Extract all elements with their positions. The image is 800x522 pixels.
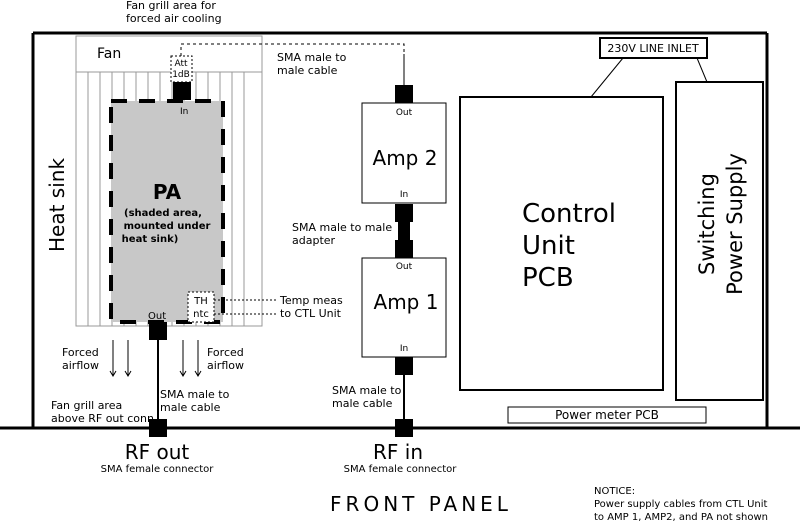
- amp2-in-connector: [395, 204, 413, 222]
- adapter-note-line1: SMA male to male: [292, 221, 392, 234]
- power-supply-line1: Switching: [695, 173, 719, 275]
- line-inlet-lead-right: [696, 57, 708, 83]
- airflow-left-line1: Forced: [62, 346, 99, 359]
- adapter-note-line2: adapter: [292, 234, 336, 247]
- control-unit: Control Unit PCB: [459, 96, 664, 391]
- pa-out-label: Out: [148, 311, 166, 322]
- pa-out-cable-note-line1: SMA male to: [160, 388, 230, 401]
- fan-grill-rf-line1: Fan grill area: [51, 399, 122, 412]
- control-unit-box: [459, 96, 664, 391]
- front-panel-label: FRONT PANEL: [330, 492, 512, 516]
- attenuator-line2: 1dB: [172, 70, 190, 80]
- line-inlet-label: 230V LINE INLET: [607, 42, 699, 55]
- notice-line1: NOTICE:: [594, 486, 635, 497]
- pa-out-path: [149, 322, 167, 437]
- thermal-sensor-box: [187, 291, 215, 323]
- fan-label: Fan: [97, 46, 121, 62]
- sma-adapter: [398, 222, 410, 240]
- rf-in-cable-note-line1: SMA male to: [332, 384, 402, 397]
- airflow: Forced airflow Forced airflow: [62, 340, 244, 377]
- pa-note-line2: mounted under: [124, 221, 211, 232]
- amp1: Out Amp 1 In: [361, 240, 447, 375]
- thermal-line1: TH: [193, 296, 208, 307]
- power-supply-line2: Power Supply: [723, 153, 747, 295]
- attenuator: Att 1dB: [170, 55, 193, 100]
- power-meter: Power meter PCB: [507, 406, 707, 424]
- line-inlet-box: [599, 37, 708, 59]
- fan-grill-rf-line2: above RF out conn: [51, 412, 154, 425]
- airflow-right-line1: Forced: [207, 346, 244, 359]
- rf-in-connector: [395, 419, 413, 437]
- line-inlet-lead-left: [590, 57, 624, 98]
- airflow-left-line2: airflow: [62, 359, 99, 372]
- thermal-sensor: TH ntc Temp meas to CTL Unit: [187, 291, 343, 323]
- pa-note-line3: heat sink): [122, 234, 179, 245]
- rf-in-connector-note: SMA female connector: [344, 464, 458, 475]
- power-supply-box: [675, 81, 764, 401]
- amp1-box: [361, 257, 447, 358]
- pa-title: PA: [153, 180, 182, 204]
- thermal-line2: ntc: [193, 309, 209, 320]
- heat-sink-label: Heat sink: [45, 158, 69, 252]
- pa-out-connector: [149, 322, 167, 340]
- thermal-note-line1: Temp meas: [279, 294, 343, 307]
- amp2-to-attenuator-cable: [180, 43, 405, 85]
- line-inlet: 230V LINE INLET: [590, 37, 708, 98]
- amp2-label: Amp 2: [373, 146, 438, 170]
- thermal-note-line2: to CTL Unit: [280, 307, 342, 320]
- pa-in-connector: [173, 82, 191, 100]
- amp1-in-label: In: [400, 344, 408, 354]
- rf-in-cable-note-line2: male cable: [332, 397, 393, 410]
- amp2: Out Amp 2 In: [361, 85, 447, 222]
- airflow-arrows-left: [109, 340, 202, 377]
- rf-out-label: RF out: [125, 440, 190, 464]
- power-meter-box: [507, 406, 707, 424]
- amp2-out-label: Out: [396, 108, 413, 118]
- rf-in-label: RF in: [373, 440, 423, 464]
- amp2-out-connector: [395, 85, 413, 103]
- attenuator-line1: Att: [174, 59, 188, 69]
- amp1-out-connector: [395, 240, 413, 258]
- control-unit-line1: Control: [522, 199, 616, 229]
- pa-shaded-area: [111, 101, 223, 322]
- top-cable-note-line2: male cable: [277, 64, 338, 77]
- pa-out-cable-note-line2: male cable: [160, 401, 221, 414]
- pa-dashed-border: [109, 99, 225, 324]
- pa-module: PA (shaded area, mounted under heat sink…: [109, 99, 225, 324]
- amp1-in-connector: [395, 357, 413, 375]
- amp1-out-label: Out: [396, 262, 413, 272]
- amp1-label: Amp 1: [374, 290, 439, 314]
- fan-grill-note-line1: Fan grill area for: [126, 0, 216, 12]
- fan-grill-note-line2: forced air cooling: [126, 12, 222, 25]
- notice-line2: Power supply cables from CTL Unit: [594, 499, 768, 510]
- rf-out-connector-note: SMA female connector: [101, 464, 215, 475]
- amp2-in-label: In: [400, 190, 408, 200]
- power-meter-label: Power meter PCB: [555, 408, 659, 422]
- amp2-box: [361, 102, 447, 204]
- control-unit-line3: PCB: [522, 263, 574, 293]
- power-supply: Switching Power Supply: [675, 81, 764, 401]
- pa-note-line1: (shaded area,: [124, 208, 202, 219]
- rf-out-connector: [149, 419, 167, 437]
- notice-line3: to AMP 1, AMP2, and PA not shown: [594, 512, 768, 522]
- top-cable-note-line1: SMA male to: [277, 51, 347, 64]
- pa-in-label: In: [180, 107, 188, 117]
- control-unit-line2: Unit: [522, 231, 575, 261]
- airflow-right-line2: airflow: [207, 359, 244, 372]
